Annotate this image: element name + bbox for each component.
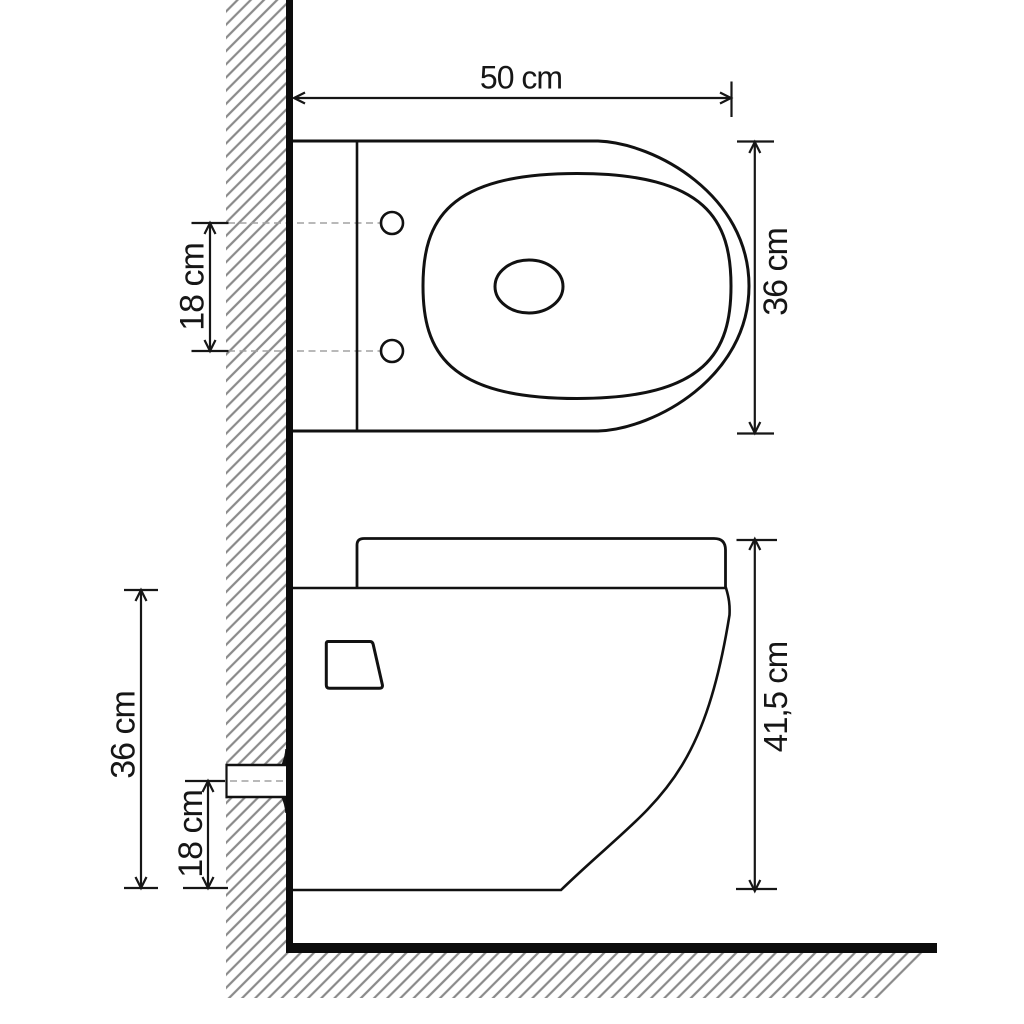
svg-text:18 cm: 18 cm <box>174 243 212 331</box>
svg-text:36 cm: 36 cm <box>757 228 795 316</box>
svg-text:41,5 cm: 41,5 cm <box>757 642 794 752</box>
svg-text:36 cm: 36 cm <box>105 691 143 779</box>
svg-text:18 cm: 18 cm <box>172 790 210 878</box>
svg-text:50 cm: 50 cm <box>480 60 562 96</box>
